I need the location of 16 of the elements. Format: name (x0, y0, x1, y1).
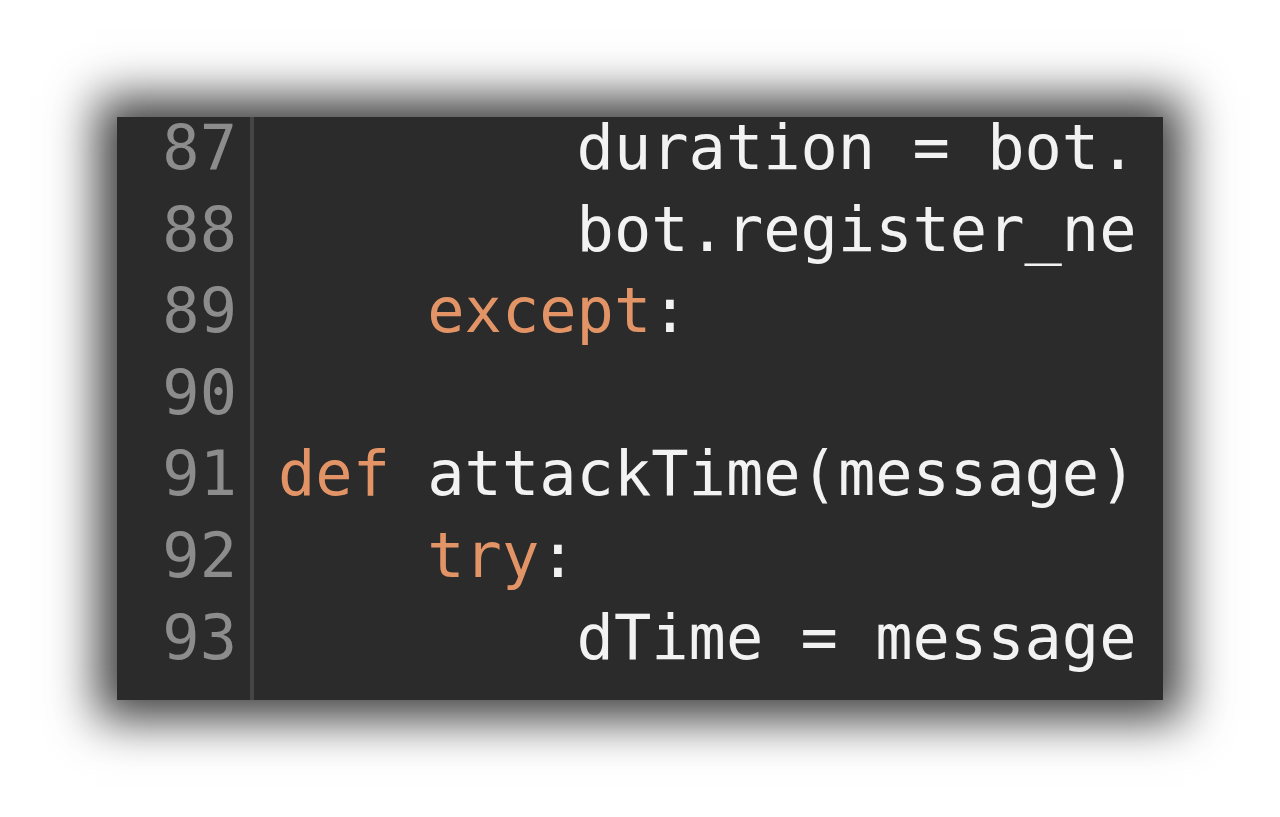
line-number: 91 (162, 438, 237, 511)
code-text: dTime = message (576, 601, 1137, 674)
code-keyword: except (427, 275, 652, 348)
code-punctuation: : (539, 520, 577, 592)
code-text: duration = bot. (576, 117, 1137, 184)
code-text: attackTime(message) (427, 438, 1137, 511)
line-number: 93 (162, 601, 237, 674)
line-number: 89 (162, 275, 237, 348)
code-text: bot.register_ne (576, 193, 1137, 266)
code-keyword: try (427, 520, 540, 592)
line-number: 90 (162, 356, 237, 429)
line-number: 92 (162, 520, 237, 592)
code-keyword: def (278, 438, 390, 511)
line-number: 88 (162, 193, 237, 266)
line-number: 87 (162, 117, 237, 184)
code-punctuation: : (651, 275, 689, 348)
